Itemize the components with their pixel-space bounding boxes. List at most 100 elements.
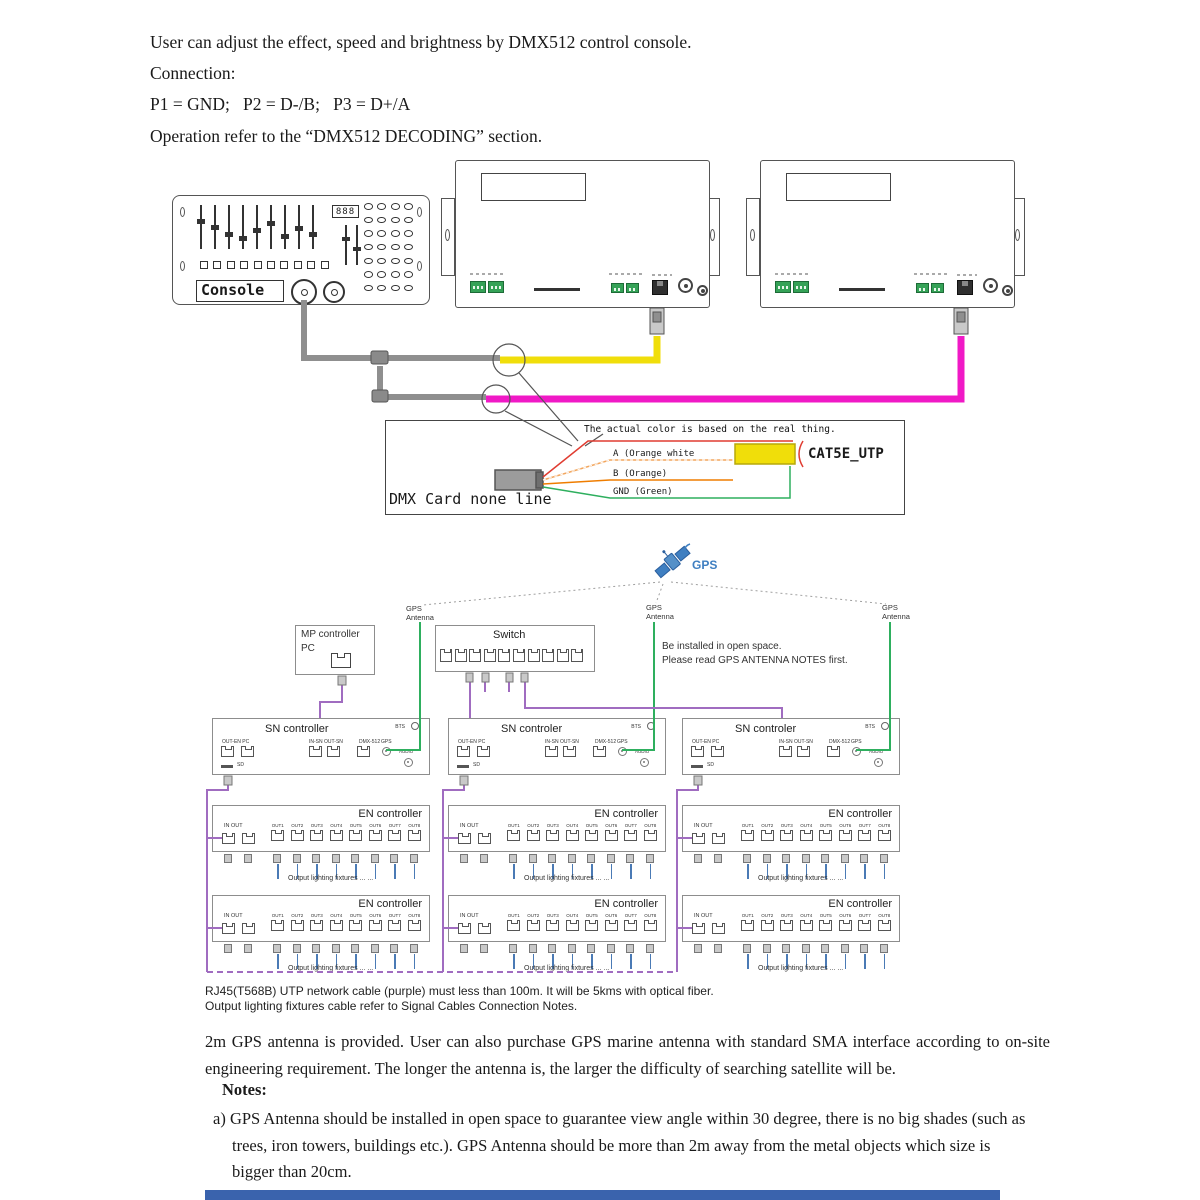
- en-out-port: [526, 920, 540, 931]
- en-out-label: OUT1: [741, 823, 754, 828]
- cable-plug: [743, 944, 751, 953]
- en-out-port: [407, 920, 421, 931]
- en-out-label: OUT3: [310, 913, 323, 918]
- console-screw-hole: [417, 261, 422, 271]
- cable-detail-box: [385, 420, 905, 515]
- output-cable: [571, 864, 573, 879]
- en-out-port: [877, 920, 891, 931]
- gps-label: GPS: [692, 558, 718, 572]
- gps-open-space-note: Be installed in open space. Please read …: [662, 640, 848, 668]
- gps-note-line2: Please read GPS ANTENNA NOTES first.: [662, 655, 848, 666]
- round-connector: [678, 278, 693, 293]
- en-out-label: OUT8: [644, 913, 657, 918]
- en-controller-body: [682, 805, 900, 852]
- en-out-label: OUT2: [527, 913, 540, 918]
- sn-controller-title: SN controler: [501, 723, 563, 735]
- cable-plug: [529, 854, 537, 863]
- en-in-out-label: IN OUT: [694, 823, 713, 829]
- en-out-port: [799, 920, 813, 931]
- en-out-port: [507, 920, 521, 931]
- cable-plug: [332, 944, 340, 953]
- sn-sd-slot: [457, 765, 469, 768]
- cable-plug: [860, 944, 868, 953]
- en-out-port: [407, 830, 421, 841]
- sd-slot: [839, 288, 885, 291]
- output-cable: [591, 864, 593, 879]
- cable-plug: [244, 854, 252, 863]
- sn-ports-left-label: OUT-EN PC: [222, 739, 250, 745]
- output-cable: [649, 864, 651, 879]
- en-out-label: OUT8: [644, 823, 657, 828]
- en-controller-title: EN controller: [828, 898, 892, 910]
- en-out-port: [565, 920, 579, 931]
- sn-gps-label: GPS: [851, 739, 862, 745]
- gps-antenna-line2: Antenna: [646, 612, 674, 621]
- en-out-label: OUT3: [546, 913, 559, 918]
- en-out-label: OUT5: [349, 823, 362, 828]
- cable-plug: [880, 854, 888, 863]
- cable-plug: [587, 854, 595, 863]
- port-microlabels: [470, 273, 504, 275]
- en-out-port: [388, 920, 402, 931]
- sn-in-sn-port: [309, 746, 322, 757]
- cable-plug: [371, 854, 379, 863]
- cable-magenta: [486, 336, 965, 403]
- en-out-port: [604, 920, 618, 931]
- rack-ear-hole: [750, 229, 755, 241]
- en-controller-title: EN controller: [828, 808, 892, 820]
- en-out-label: OUT1: [271, 913, 284, 918]
- dmx-splitter: [370, 350, 389, 403]
- terminal-block: [775, 281, 791, 293]
- cable-plug: [390, 854, 398, 863]
- console-screw-hole: [180, 261, 185, 271]
- output-cable: [277, 954, 279, 969]
- wire-label-a: A (Orange white: [613, 449, 695, 459]
- output-cable: [610, 954, 612, 969]
- cable-plug: [244, 944, 252, 953]
- en-out-label: OUT6: [369, 823, 382, 828]
- output-cable: [747, 954, 749, 969]
- cable-plug: [332, 854, 340, 863]
- output-cable: [883, 954, 885, 969]
- sn-pc-port: [477, 746, 490, 757]
- gps-antenna-label-3: GPS Antenna: [882, 603, 910, 621]
- en-in-port: [458, 833, 471, 844]
- en-out-port: [643, 830, 657, 841]
- en-out-port: [368, 920, 382, 931]
- en-in-out-label: IN OUT: [694, 913, 713, 919]
- sn-sd-label: SD: [473, 762, 480, 768]
- en-out-label: OUT7: [624, 913, 637, 918]
- rack-body: [760, 160, 1015, 308]
- mp-controller: MP controller PC: [295, 625, 375, 675]
- en-out-ports: OUT1 OUT2 OUT3 OUT4 OUT5 OUT6 OUT7 OUT8: [738, 913, 898, 939]
- sn-gps-connector: [382, 747, 391, 756]
- en-out-port: [478, 833, 491, 844]
- sn-audio-label: AUDIO: [635, 749, 650, 754]
- footer-note-a: a) GPS Antenna should be installed in op…: [213, 1109, 1026, 1181]
- cable-plug: [460, 854, 468, 863]
- output-cable: [864, 954, 866, 969]
- sn-controller-title: SN controler: [735, 723, 797, 735]
- cable-plug: [821, 854, 829, 863]
- output-cable: [532, 864, 534, 879]
- fixtures-label: Output lighting fixtures ... ...: [758, 875, 844, 882]
- en-out-label: OUT6: [839, 823, 852, 828]
- mp-body: [295, 625, 375, 675]
- en-out-port: [780, 830, 794, 841]
- cable-plug: [480, 944, 488, 953]
- en-out-port: [546, 920, 560, 931]
- en-out-port: [565, 830, 579, 841]
- en-out-port: [780, 920, 794, 931]
- output-cable: [786, 864, 788, 879]
- terminal-block: [488, 281, 504, 293]
- en-in-port: [692, 923, 705, 934]
- en-out-port: [838, 830, 852, 841]
- sn-bts-antenna-icon: [411, 722, 419, 730]
- en-out-label: OUT4: [330, 823, 343, 828]
- en-out-port: [242, 923, 255, 934]
- switch-port: [469, 649, 482, 662]
- gps-antenna-label-1: GPS Antenna: [406, 604, 434, 622]
- console-mini-slider: [353, 225, 361, 265]
- output-cable: [335, 954, 337, 969]
- console-label-box: Console: [196, 280, 284, 302]
